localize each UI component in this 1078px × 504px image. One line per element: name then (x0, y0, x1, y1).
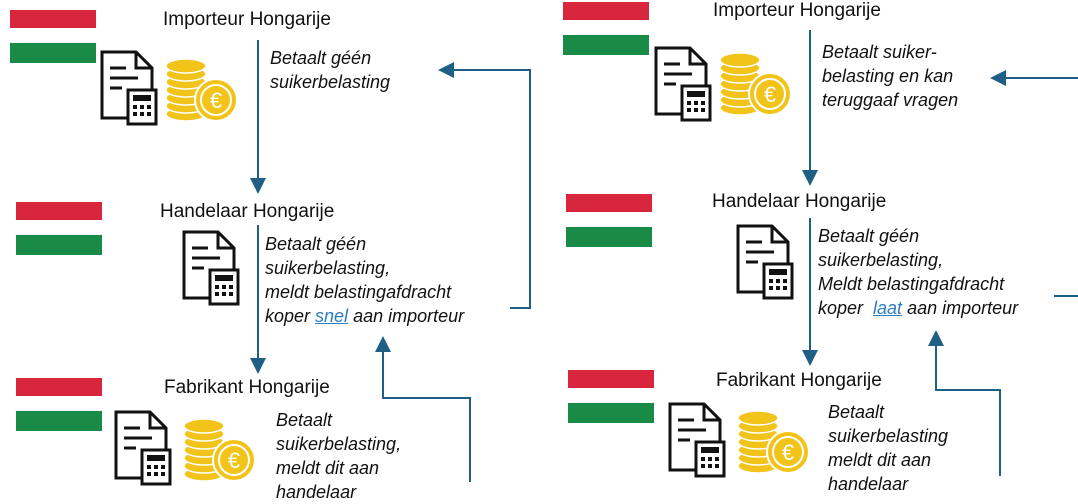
trader-note-right: Betaalt géén suikerbelasting, Meldt bela… (818, 224, 1018, 320)
note-line: suikerbelasting (828, 426, 949, 446)
importer-note-left: Betaalt géén suikerbelasting (270, 46, 390, 94)
laat-link[interactable]: laat (873, 298, 903, 318)
document-calculator-icon (654, 46, 712, 122)
snel-link[interactable]: snel (315, 306, 349, 326)
note-line: handelaar (276, 482, 357, 502)
note-line: meldt dit aan (276, 458, 380, 478)
arrow-trader-to-importer-left (438, 62, 531, 309)
note-line: Betaalt géén (265, 234, 367, 254)
document-calculator-icon (668, 402, 726, 478)
coins-euro-icon: € (165, 58, 238, 122)
arrow-manufacturer-to-trader-left (375, 336, 471, 482)
note-line: teruggaaf vragen (822, 90, 959, 110)
hungary-flag-manufacturer-right (568, 370, 654, 423)
manufacturer-title-right: Fabrikant Hongarije (716, 370, 882, 391)
manufacturer-note-right: Betaalt suikerbelasting meldt dit aan ha… (828, 400, 948, 496)
svg-text:€: € (782, 440, 794, 465)
document-calculator-icon (114, 410, 172, 486)
coins-euro-icon: € (737, 410, 810, 474)
note-line: suikerbelasting, (276, 434, 402, 454)
hungary-flag-manufacturer-left (16, 378, 102, 431)
svg-text:€: € (210, 88, 222, 113)
importer-note-right: Betaalt suiker- belasting en kan terugga… (822, 40, 958, 112)
svg-text:€: € (764, 82, 776, 107)
svg-text:€: € (228, 448, 240, 473)
trader-note-left: Betaalt géén suikerbelasting, meldt bela… (265, 232, 464, 328)
coins-euro-icon: € (719, 52, 792, 116)
manufacturer-note-left: Betaalt suikerbelasting, meldt dit aan h… (276, 408, 401, 504)
trader-title-right: Handelaar Hongarije (712, 191, 887, 212)
note-text: koper (265, 306, 316, 326)
hungary-flag-importer-left (10, 10, 96, 63)
trader-title-left: Handelaar Hongarije (160, 201, 335, 222)
note-line: suikerbelasting, (818, 250, 944, 270)
note-line: koper snel aan importeur (265, 304, 464, 328)
note-line: Betaalt suiker- (822, 42, 937, 62)
note-text: aan importeur (902, 298, 1019, 318)
note-line: Meldt belastingafdracht (818, 274, 1005, 294)
hungary-flag-importer-right (563, 2, 649, 55)
importer-title-right: Importeur Hongarije (713, 0, 881, 21)
note-text: koper (818, 298, 874, 318)
document-calculator-icon (736, 224, 794, 300)
note-line: Betaalt (828, 402, 885, 422)
arrow-manufacturer-to-trader-right (928, 330, 1001, 476)
document-calculator-icon (182, 230, 240, 306)
note-line: koper laat aan importeur (818, 296, 1018, 320)
note-line: belasting en kan (822, 66, 954, 86)
note-line: meldt dit aan (828, 450, 932, 470)
note-line: Betaalt géén (270, 48, 372, 68)
document-calculator-icon (100, 50, 158, 126)
note-line: handelaar (828, 474, 909, 494)
note-line: meldt belastingafdracht (265, 282, 452, 302)
coins-euro-icon: € (183, 418, 256, 482)
note-line: suikerbelasting (270, 72, 391, 92)
note-line: Betaalt (276, 410, 333, 430)
hungary-flag-trader-left (16, 202, 102, 255)
note-line: suikerbelasting, (265, 258, 391, 278)
manufacturer-title-left: Fabrikant Hongarije (164, 377, 330, 398)
note-text: aan importeur (348, 306, 465, 326)
note-line: Betaalt géén (818, 226, 920, 246)
hungary-flag-trader-right (566, 194, 652, 247)
importer-title-left: Importeur Hongarije (163, 9, 331, 30)
